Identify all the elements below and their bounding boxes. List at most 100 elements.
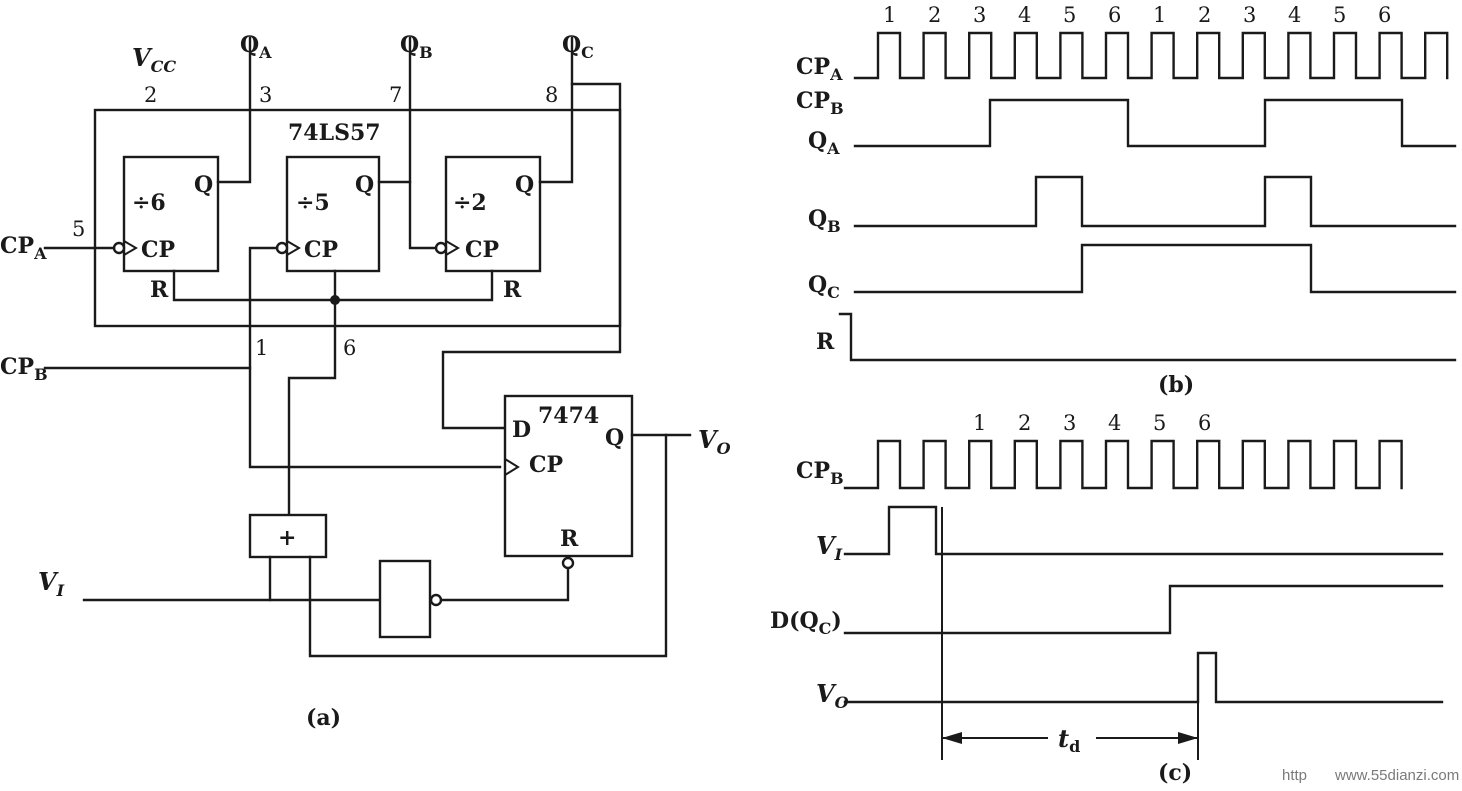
ff-r-pin: R (560, 526, 579, 552)
cpb-wire (248, 246, 502, 469)
signal-label-r: R (816, 329, 835, 355)
qc-output-label: QC (562, 32, 594, 62)
cpa-waveform (853, 31, 1449, 80)
divider-6-r: R (150, 277, 169, 303)
flipflop-7474 (503, 394, 634, 558)
ff-name: 7474 (538, 403, 599, 429)
qb-waveform (853, 175, 1457, 228)
inverter-bubble (429, 593, 443, 607)
cp-bubble (434, 241, 448, 255)
cpa-input-label: CPA (0, 233, 47, 263)
figure-c-timing: 1 2 3 4 5 6 CPB VI D(QC) VO td (c) (770, 411, 1444, 786)
signal-label-vi: VI (816, 531, 843, 564)
divider-6-cp: CP (141, 237, 175, 263)
divider-2-block (444, 155, 542, 273)
divider-2-q: Q (515, 172, 534, 198)
ff-d-pin: D (512, 417, 531, 443)
qb-output-label: QB (400, 32, 433, 62)
vi-waveform (843, 505, 1444, 556)
or-gate-symbol: + (278, 525, 296, 551)
figure-a-caption: (a) (306, 705, 341, 731)
delay-label-bg (1048, 726, 1096, 750)
pulse-number: 1 (973, 411, 986, 435)
vcc-label: VCC (132, 43, 176, 76)
pulse-number: 2 (928, 3, 941, 27)
pulse-number: 3 (1063, 411, 1076, 435)
figure-c-pulse-numbers: 1 2 3 4 5 6 (973, 411, 1211, 435)
pin-vcc-number: 2 (144, 83, 157, 107)
cpb-waveform (843, 439, 1403, 490)
pin-cpa-number: 5 (72, 217, 85, 241)
reset-wire (287, 269, 337, 517)
delay-arrow-left (942, 732, 962, 744)
pulse-number: 6 (1198, 411, 1211, 435)
pulse-number: 4 (1288, 3, 1301, 27)
signal-label-cpb: CPB (796, 88, 844, 118)
watermark-prefix: http (1282, 767, 1307, 784)
divider-5-label: ÷5 (296, 190, 330, 216)
divider-5-q: Q (355, 172, 374, 198)
ff-cp-pin: CP (529, 452, 563, 478)
ff-reset-bubble (561, 556, 575, 570)
delay-label: td (1058, 724, 1080, 756)
inverter-gate (378, 559, 432, 639)
figure-a-circuit: 74LS57 VCC 2 QA QB QC 3 7 8 5 1 6 ÷6 Q C… (0, 32, 731, 731)
signal-label-cpb-c: CPB (796, 458, 844, 488)
delay-arrow-right (1178, 732, 1198, 744)
pin-reset-number: 6 (343, 336, 356, 360)
divider-5-block (285, 155, 381, 273)
vo-output-label: VO (698, 425, 731, 458)
inverter-to-reset-wire (439, 567, 570, 602)
pulse-number: 4 (1018, 3, 1031, 27)
r-waveform (838, 312, 1457, 362)
d-waveform (843, 584, 1444, 635)
ff-q-pin: Q (605, 425, 624, 451)
vi-input-label: VI (38, 567, 65, 600)
figure-b-pulse-numbers: 1 2 3 4 5 6 1 2 3 4 5 6 (883, 3, 1391, 27)
qc-to-d-wire (441, 82, 622, 430)
pin-qb-number: 7 (389, 83, 402, 107)
clock-inputs (112, 240, 460, 256)
divider-6-label: ÷6 (132, 190, 166, 216)
qc-wire (538, 36, 574, 184)
pulse-number: 6 (1108, 3, 1121, 27)
qa-wire (216, 36, 252, 184)
divider-2-r: R (503, 277, 522, 303)
ic-74ls57-label: 74LS57 (288, 120, 381, 146)
pulse-number: 1 (1153, 3, 1166, 27)
pulse-number: 1 (883, 3, 896, 27)
signal-label-vo: VO (816, 679, 849, 712)
pulse-number: 3 (973, 3, 986, 27)
figure-c-caption: (c) (1158, 760, 1192, 786)
divider-5-cp: CP (304, 237, 338, 263)
signal-label-qb: QB (808, 206, 841, 236)
signal-label-qc: QC (808, 272, 840, 302)
or-gate (248, 513, 328, 559)
qa-output-label: QA (240, 32, 272, 62)
signal-label-cpa: CPA (796, 54, 843, 84)
reset-junction (330, 295, 340, 305)
watermark-site: www.55dianzi.com (1334, 767, 1459, 784)
pulse-number: 2 (1018, 411, 1031, 435)
pulse-number: 2 (1198, 3, 1211, 27)
figure-b-timing: 1 2 3 4 5 6 1 2 3 4 5 6 CPA CPB QA QB QC… (796, 3, 1457, 398)
ff-clock-triangle (504, 458, 520, 476)
cp-bubble (112, 241, 126, 255)
figure-b-caption: (b) (1158, 372, 1194, 398)
qc-waveform (853, 243, 1457, 294)
qa-waveform (853, 98, 1457, 148)
vo-waveform (843, 651, 1444, 704)
or-input-2-feedback (308, 433, 668, 658)
cpb-input-label: CPB (0, 354, 48, 384)
pulse-number: 3 (1243, 3, 1256, 27)
pulse-number: 5 (1063, 3, 1076, 27)
pin-qa-number: 3 (259, 83, 272, 107)
pin-cpb-number: 1 (255, 336, 268, 360)
divider-6-block (122, 155, 220, 273)
pulse-number: 5 (1153, 411, 1166, 435)
qb-to-div2-wire (408, 180, 438, 250)
cp-bubble (275, 241, 289, 255)
signal-label-d: D(QC) (770, 608, 842, 638)
divider-2-cp: CP (465, 237, 499, 263)
